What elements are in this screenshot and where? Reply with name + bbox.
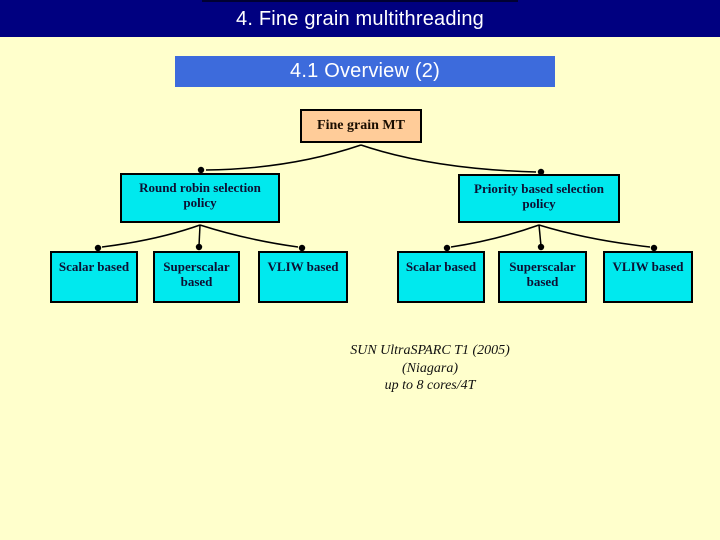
tree-node-root: Fine grain MT bbox=[300, 109, 422, 143]
tree-node-vliw-left: VLIW based bbox=[258, 251, 348, 303]
title-box-border bbox=[202, 0, 518, 2]
tree-node-superscalar-right: Superscalar based bbox=[498, 251, 587, 303]
subtitle-text: 4.1 Overview (2) bbox=[290, 60, 440, 82]
tree-node-scalar-left: Scalar based bbox=[50, 251, 138, 303]
page-title: 4. Fine grain multithreading bbox=[236, 8, 484, 30]
header-bar: 4. Fine grain multithreading bbox=[0, 0, 720, 37]
tree-node-round-robin: Round robin selection policy bbox=[120, 173, 280, 223]
subtitle-bar: 4.1 Overview (2) bbox=[175, 56, 555, 87]
tree-node-vliw-right: VLIW based bbox=[603, 251, 693, 303]
tree-node-superscalar-left: Superscalar based bbox=[153, 251, 240, 303]
annotation-line-2: (Niagara) bbox=[402, 360, 458, 376]
tree-node-priority: Priority based selection policy bbox=[458, 174, 620, 223]
annotation-line-1: SUN UltraSPARC T1 (2005) bbox=[350, 343, 510, 358]
annotation-note: SUN UltraSPARC T1 (2005) (Niagara) up to… bbox=[300, 342, 560, 395]
tree-node-scalar-right: Scalar based bbox=[397, 251, 485, 303]
annotation-line-3: up to 8 cores/4T bbox=[384, 378, 476, 393]
